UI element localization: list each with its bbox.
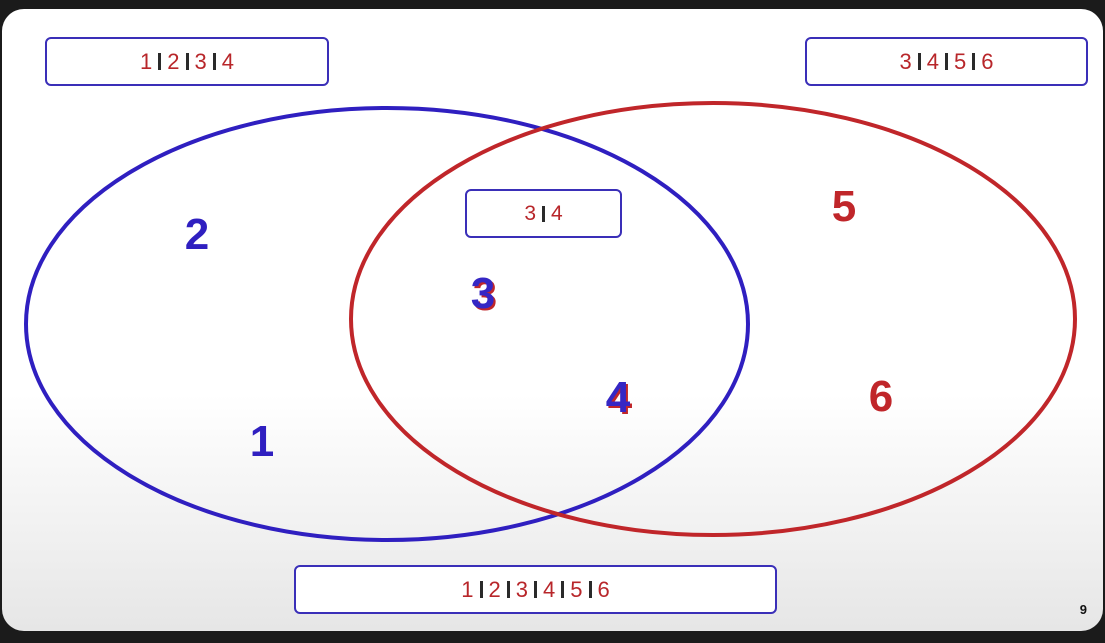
union-element: 1 (461, 576, 474, 602)
separator (158, 53, 162, 70)
separator (972, 53, 976, 70)
intersection-label-box: 3 4 (465, 189, 622, 238)
separator (588, 581, 592, 598)
set-b-element: 4 (926, 48, 939, 74)
set-a-element: 3 (194, 48, 207, 74)
region-both-number: 3 (470, 269, 496, 318)
separator (945, 53, 948, 70)
separator (506, 581, 510, 598)
separator (561, 581, 565, 598)
page-number: 9 (1079, 602, 1087, 617)
union-element: 4 (543, 576, 556, 602)
separator (212, 53, 216, 70)
set-a-label-box: 1 2 3 4 (45, 37, 329, 86)
set-a-circle (24, 106, 750, 542)
set-a-elements: 1 2 3 4 (140, 48, 234, 74)
slide: 1 2 3 4 3 4 5 6 3 4 1 (2, 9, 1103, 631)
venn-diagram (24, 101, 1077, 542)
separator (185, 53, 189, 70)
separator (479, 581, 483, 598)
set-b-element: 3 (899, 48, 912, 74)
union-element: 3 (515, 576, 528, 602)
set-b-element: 5 (954, 48, 967, 74)
set-b-elements: 3 4 5 6 (899, 48, 994, 74)
region-both-number: 4 (605, 373, 631, 422)
region-b-number: 5 (831, 182, 857, 231)
separator (534, 581, 537, 598)
intersection-element: 3 (524, 202, 536, 225)
intersection-elements: 3 4 (524, 203, 562, 224)
set-b-circle (349, 101, 1077, 537)
intersection-element: 4 (551, 202, 563, 225)
union-element: 6 (597, 576, 610, 602)
union-elements: 1 2 3 4 5 6 (461, 576, 610, 602)
set-b-label-box: 3 4 5 6 (805, 37, 1088, 86)
region-a-number: 1 (249, 417, 275, 466)
region-b-number: 6 (868, 372, 894, 421)
separator (542, 205, 545, 222)
set-a-element: 1 (140, 48, 153, 74)
set-a-element: 2 (167, 48, 180, 74)
union-element: 5 (570, 576, 583, 602)
set-b-element: 6 (981, 48, 994, 74)
separator (917, 53, 921, 70)
union-element: 2 (488, 576, 501, 602)
set-a-element: 4 (221, 48, 234, 74)
region-a-number: 2 (184, 210, 210, 259)
union-label-box: 1 2 3 4 5 6 (294, 565, 777, 614)
